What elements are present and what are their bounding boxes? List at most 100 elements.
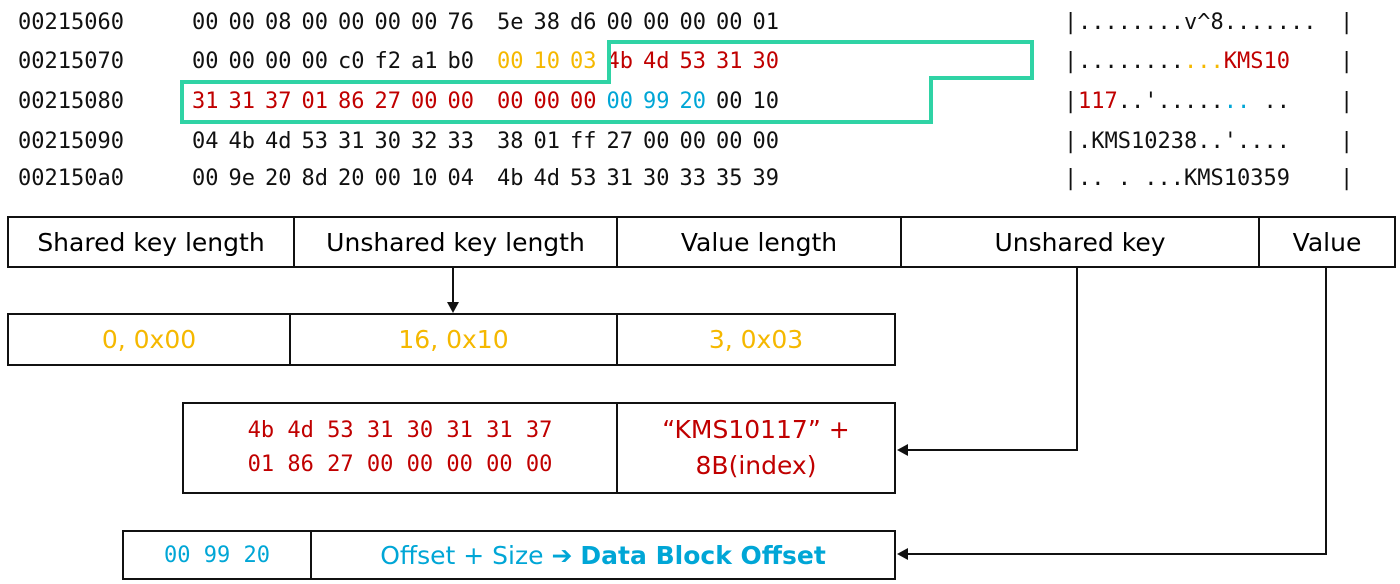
ascii-char: . xyxy=(1117,49,1131,74)
ascii-char: . xyxy=(1131,89,1145,114)
hex-byte: 00 xyxy=(497,49,524,74)
hex-byte: 00 xyxy=(643,129,670,154)
entry-format-header: Shared key length Unshared key length Va… xyxy=(7,216,1396,268)
entry-highlight xyxy=(180,40,1034,124)
ascii-char: . xyxy=(1144,166,1158,191)
ascii-char: . xyxy=(1078,166,1092,191)
header-unshared-key-length: Unshared key length xyxy=(293,218,616,266)
ascii-char: . xyxy=(1184,49,1198,74)
hex-byte: 01 xyxy=(752,10,780,35)
ascii-separator-right: | xyxy=(1340,129,1354,154)
hex-byte: 10 xyxy=(533,49,561,74)
ascii-char: . xyxy=(1290,10,1304,35)
ascii-char: M xyxy=(1197,166,1211,191)
header-value-length-label: Value length xyxy=(680,227,838,257)
hex-byte: 04 xyxy=(192,129,219,154)
ascii-char: . xyxy=(1157,89,1171,114)
hex-byte: 00 xyxy=(374,10,402,35)
hex-byte: 53 xyxy=(679,49,707,74)
shared-length-value: 0, 0x00 xyxy=(9,315,289,364)
ascii-char: . xyxy=(1117,89,1131,114)
ascii-char: . xyxy=(1170,89,1184,114)
ascii-char: S xyxy=(1117,129,1131,154)
ascii-char: K xyxy=(1091,129,1105,154)
hex-byte: 00 xyxy=(411,10,438,35)
ascii-char: . xyxy=(1237,89,1251,114)
hex-byte: 01 xyxy=(301,89,329,114)
ascii-char: . xyxy=(1237,129,1251,154)
header-unshared-key-length-label: Unshared key length xyxy=(326,227,585,257)
ascii-char: . xyxy=(1170,166,1184,191)
hex-byte: 38 xyxy=(533,10,561,35)
ascii-char: . xyxy=(1223,10,1237,35)
ascii-char: . xyxy=(1170,49,1184,74)
hex-byte: 31 xyxy=(192,89,219,114)
ascii-char: . xyxy=(1091,10,1105,35)
key-hex-line-2: 01 86 27 00 00 00 00 00 xyxy=(247,452,553,477)
hex-byte: 00 xyxy=(606,10,634,35)
hex-byte: 00 xyxy=(228,49,256,74)
ascii-char: . xyxy=(1131,10,1145,35)
hex-byte: 9e xyxy=(228,166,256,191)
ascii-separator-right: | xyxy=(1340,49,1354,74)
ascii-char: K xyxy=(1223,49,1237,74)
unshared-length-text: 16, 0x10 xyxy=(398,325,509,354)
hex-byte: 00 xyxy=(716,129,743,154)
hex-byte: 5e xyxy=(497,10,524,35)
arrowhead-lengths xyxy=(447,302,459,313)
hex-byte: 27 xyxy=(374,89,402,114)
hex-byte: 53 xyxy=(570,166,597,191)
ascii-char: 1 xyxy=(1223,166,1237,191)
hex-row-address: 00215080 xyxy=(18,89,124,114)
ascii-column: 117..'....... .. xyxy=(1078,89,1290,114)
ascii-char: . xyxy=(1237,10,1251,35)
hex-row-address: 00215070 xyxy=(18,49,124,74)
header-shared-key-length: Shared key length xyxy=(9,218,293,266)
ascii-char: . xyxy=(1276,89,1290,114)
hex-byte: 4d xyxy=(533,166,561,191)
ascii-separator-left: | xyxy=(1064,89,1078,114)
hex-byte: 00 xyxy=(192,49,219,74)
ascii-char: M xyxy=(1104,129,1118,154)
ascii-char: . xyxy=(1117,166,1131,191)
ascii-char: 1 xyxy=(1131,129,1145,154)
hex-byte: 00 xyxy=(265,49,292,74)
ascii-char: . xyxy=(1078,129,1092,154)
ascii-char: 0 xyxy=(1237,166,1251,191)
ascii-column: .KMS10238..'.... xyxy=(1078,129,1290,154)
ascii-char: . xyxy=(1303,10,1317,35)
hex-byte: 27 xyxy=(606,129,634,154)
hex-byte: 00 xyxy=(192,10,219,35)
ascii-char: . xyxy=(1210,49,1224,74)
ascii-char: 3 xyxy=(1170,129,1184,154)
hex-row-address: 00215060 xyxy=(18,10,124,35)
hex-row-address: 002150a0 xyxy=(18,166,124,191)
header-value-length: Value length xyxy=(616,218,900,266)
unshared-key-box: 4b 4d 53 31 30 31 31 37 01 86 27 00 00 0… xyxy=(182,402,896,494)
hex-byte: 00 xyxy=(301,49,329,74)
hex-byte: 00 xyxy=(338,10,365,35)
hex-byte: 00 xyxy=(497,89,524,114)
ascii-char: 8 xyxy=(1210,10,1224,35)
lengths-row: 0, 0x00 16, 0x10 3, 0x03 xyxy=(7,313,896,366)
ascii-char: . xyxy=(1091,166,1105,191)
header-shared-key-length-label: Shared key length xyxy=(37,227,265,257)
value-box: 00 99 20 Offset + Size ➔ Data Block Offs… xyxy=(122,530,896,580)
ascii-char: 0 xyxy=(1144,129,1158,154)
ascii-char: 8 xyxy=(1184,129,1198,154)
ascii-char: . xyxy=(1144,49,1158,74)
hex-byte: 10 xyxy=(411,166,438,191)
hex-byte: 99 xyxy=(643,89,670,114)
hex-byte: 31 xyxy=(606,166,634,191)
shared-length-text: 0, 0x00 xyxy=(101,325,197,354)
hex-byte: 00 xyxy=(228,10,256,35)
ascii-char: . xyxy=(1144,10,1158,35)
hex-byte: 8d xyxy=(301,166,329,191)
hex-byte: 00 xyxy=(301,10,329,35)
hex-byte: f2 xyxy=(374,49,402,74)
ascii-char: . xyxy=(1276,129,1290,154)
header-value-label: Value xyxy=(1292,227,1362,257)
key-hex-line-1: 4b 4d 53 31 30 31 31 37 xyxy=(247,418,553,443)
value-hex-text: 00 99 20 xyxy=(164,542,270,568)
